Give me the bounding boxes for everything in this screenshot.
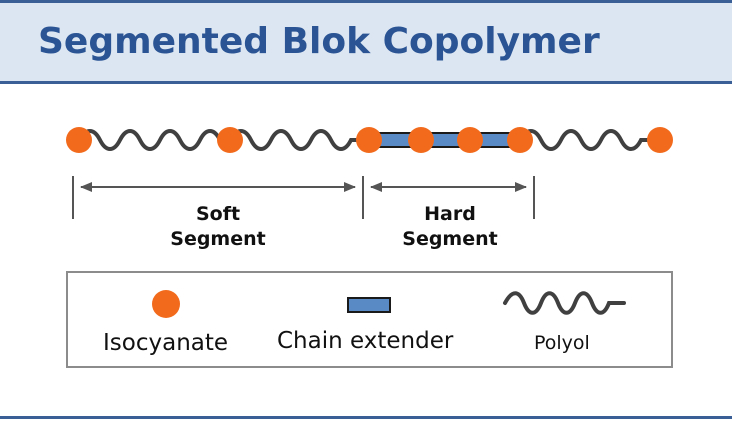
hard-segment-label-line2: Segment [402, 228, 498, 250]
isocyanate-dot [66, 127, 92, 153]
title-banner: Segmented Blok Copolymer [0, 0, 732, 84]
legend-polyol-label: Polyol [534, 332, 590, 354]
polyol-chain-3 [518, 129, 662, 151]
hard-segment-bracket [370, 176, 535, 219]
legend-isocyanate-icon [152, 290, 180, 318]
isocyanate-dot [217, 127, 243, 153]
soft-segment-bracket [72, 176, 364, 219]
bottom-rule [0, 416, 732, 419]
legend-chain-extender-icon [347, 297, 391, 313]
legend [66, 271, 673, 368]
isocyanate-dot [408, 127, 434, 153]
isocyanate-dot [356, 127, 382, 153]
isocyanate-dot [457, 127, 483, 153]
legend-chain-extender-label: Chain extender [277, 328, 454, 354]
polyol-chain-2 [228, 129, 371, 151]
hard-segment-label-line1: Hard [424, 203, 476, 225]
soft-segment-label: Soft Segment [148, 202, 288, 252]
isocyanate-dot [507, 127, 533, 153]
soft-segment-label-line2: Segment [170, 228, 266, 250]
soft-segment-label-line1: Soft [195, 203, 241, 225]
legend-polyol-icon [503, 291, 626, 315]
polyol-chain-1 [77, 129, 232, 151]
page-title: Segmented Blok Copolymer [38, 21, 600, 62]
isocyanate-dot [647, 127, 673, 153]
legend-isocyanate-label: Isocyanate [103, 330, 229, 356]
hard-segment-label: Hard Segment [380, 202, 520, 252]
